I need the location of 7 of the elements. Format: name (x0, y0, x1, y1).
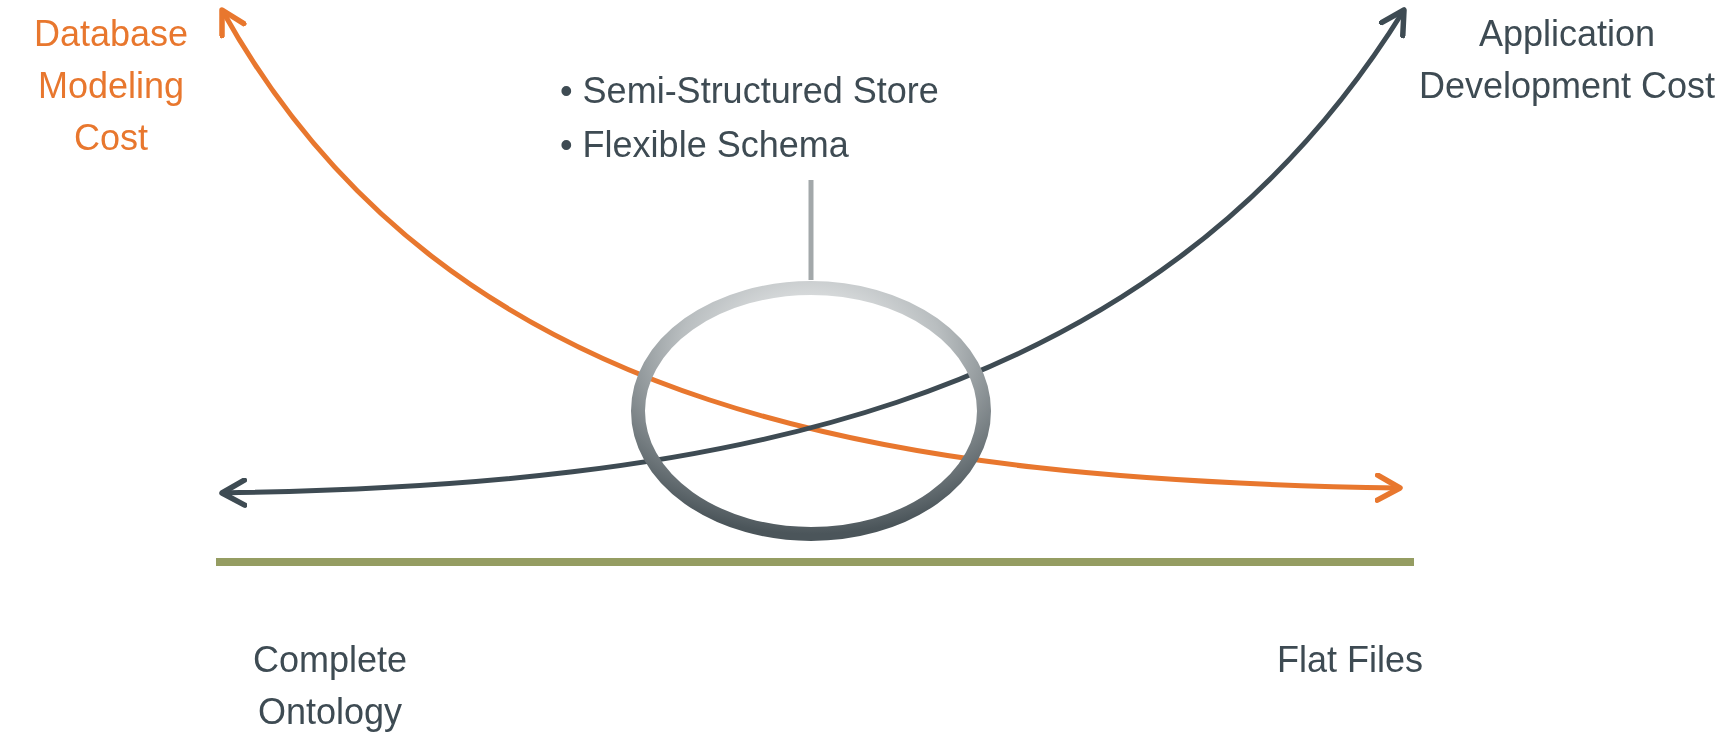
axis-label: Flat Files (1276, 638, 1424, 682)
bullet-item: • Flexible Schema (560, 123, 850, 167)
leader-line (808, 180, 814, 280)
axis-label: Complete Ontology (251, 638, 409, 734)
bullet-item: • Semi-Structured Store (560, 69, 940, 113)
axis-label: Application Development Cost (1417, 12, 1717, 108)
axis-label: Database Modeling Cost (32, 12, 190, 160)
